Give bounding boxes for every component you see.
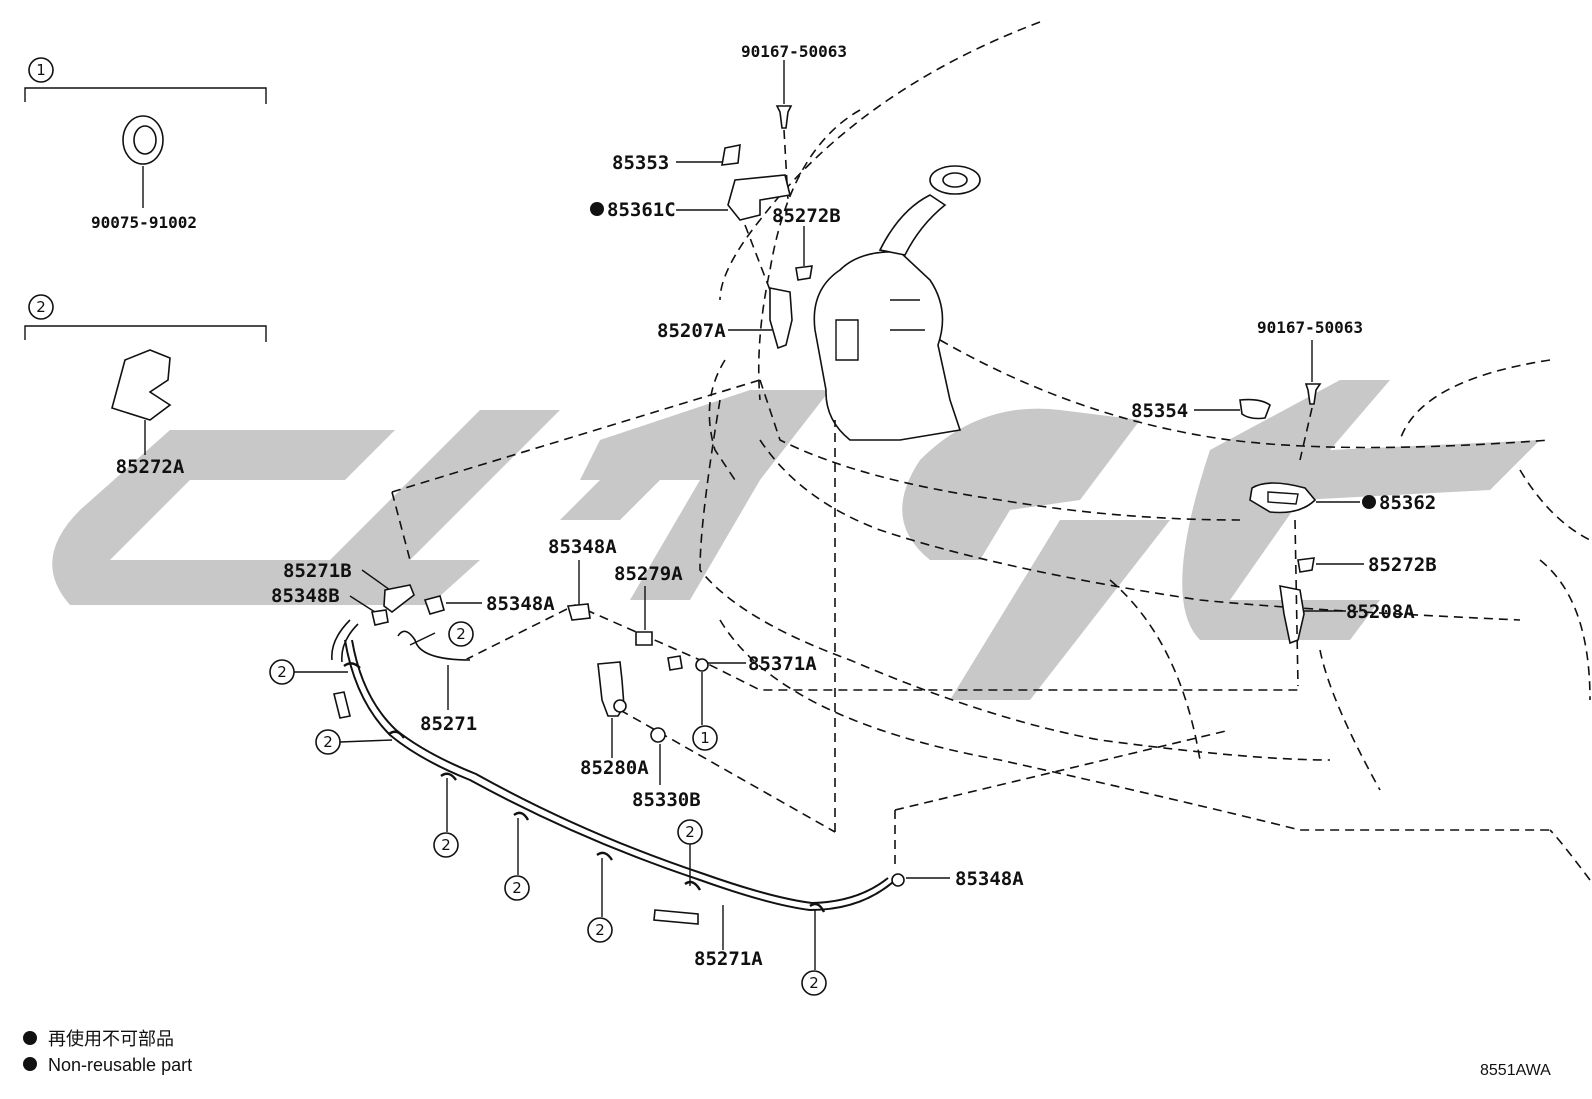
nozzle-85208a (1279, 584, 1305, 645)
svg-text:2: 2 (809, 974, 819, 992)
part-label-85354: 85354 (1131, 400, 1188, 422)
callout-2-f (587, 917, 613, 943)
part-label-85208a: 85208A (1346, 601, 1415, 623)
screw-icon (775, 105, 793, 129)
legend-dot-en (23, 1057, 37, 1071)
svg-text:2: 2 (685, 823, 695, 841)
part-label-90167-50063-top: 90167-50063 (741, 42, 847, 61)
washer-tank (813, 165, 981, 441)
grommet-85371a-b (695, 658, 709, 672)
callout-2-g (677, 819, 703, 845)
callout-2-a (448, 621, 474, 647)
callout-2-e (504, 875, 530, 901)
non-reusable-dot-85361c (590, 202, 604, 216)
hose-piece (333, 691, 351, 719)
part-label-85362: 85362 (1379, 492, 1436, 514)
joint-85348a-2 (566, 603, 591, 621)
legend: 再使用不可部品 Non-reusable part (23, 1029, 192, 1075)
inset-2: 2 85272A (24, 294, 267, 478)
part-label-85271a: 85271A (694, 948, 763, 970)
cover-85354 (1239, 398, 1271, 420)
cover-85353 (721, 144, 741, 166)
svg-text:2: 2 (595, 921, 605, 939)
part-label-90167-50063-right: 90167-50063 (1257, 318, 1363, 337)
legend-text-jp: 再使用不可部品 (48, 1029, 174, 1049)
callout-2-c (315, 729, 341, 755)
nozzle-cover-85361c (727, 174, 791, 221)
grommet-85279a (635, 631, 653, 646)
pump-parts: 85279A 85371A 85280A 85330B 1 (580, 563, 817, 811)
part-label-85207a: 85207A (657, 320, 726, 342)
part-label-85348a-2: 85348A (548, 536, 617, 558)
part-label-90075-91002: 90075-91002 (91, 213, 197, 232)
hose-sleeve (653, 909, 699, 925)
part-label-85353: 85353 (612, 152, 669, 174)
callout-1-pump (692, 725, 718, 751)
part-label-85271b: 85271B (283, 560, 352, 582)
nozzle-cover-85362 (1249, 482, 1317, 514)
top-parts: 90167-50063 85353 85361C 85272B 85207A (590, 42, 847, 350)
callout-2-b (269, 659, 295, 685)
joint-85348b (371, 609, 389, 626)
inset-1-number: 1 (36, 61, 46, 79)
part-label-85271: 85271 (420, 713, 477, 735)
hose-85271 (397, 630, 471, 661)
screw-icon-right (1304, 383, 1322, 405)
inset-2-number: 2 (36, 298, 46, 316)
svg-text:2: 2 (441, 836, 451, 854)
part-label-85348a-1: 85348A (486, 593, 555, 615)
part-label-85361c: 85361C (607, 199, 676, 221)
inset-1-number-circle (28, 57, 54, 83)
clip-85272b-right (1297, 557, 1315, 573)
joint-85348a-1 (423, 595, 445, 615)
hose-routing-dashed (391, 379, 1300, 865)
holder-part (111, 349, 172, 421)
part-label-85348b: 85348B (271, 585, 340, 607)
inset-2-number-circle (28, 294, 54, 320)
connector-85271b (383, 584, 415, 614)
right-parts: 90167-50063 85354 85362 85272B 85208A (1131, 318, 1437, 687)
inset-1: 1 90075-91002 (24, 57, 267, 232)
callout-2-d (433, 832, 459, 858)
watermark (52, 380, 1540, 700)
joint-85348a-3 (891, 873, 905, 887)
hose-85271a: 85271A 85348A (344, 639, 1024, 970)
callout-2-h (801, 970, 827, 996)
part-label-85272b-right: 85272B (1368, 554, 1437, 576)
grommet-85330b (650, 727, 666, 743)
svg-text:2: 2 (277, 663, 287, 681)
part-label-85280a: 85280A (580, 757, 649, 779)
figure-code: 8551AWA (1480, 1062, 1551, 1079)
legend-text-en: Non-reusable part (48, 1055, 192, 1075)
grommet-85371a-a (667, 655, 683, 671)
part-label-85330b: 85330B (632, 789, 701, 811)
svg-text:2: 2 (456, 625, 466, 643)
part-label-85348a-3: 85348A (955, 868, 1024, 890)
part-label-85371a: 85371A (748, 653, 817, 675)
svg-text:2: 2 (323, 733, 333, 751)
part-label-85272a: 85272A (116, 456, 185, 478)
part-label-85279a: 85279A (614, 563, 683, 585)
non-reusable-dot-85362 (1362, 495, 1376, 509)
clip-85272b-top (795, 265, 813, 281)
nozzle-85207a (769, 287, 793, 350)
legend-dot-jp (23, 1031, 37, 1045)
callout-1-text: 1 (700, 729, 710, 747)
svg-text:2: 2 (512, 879, 522, 897)
part-label-85272b-top: 85272B (772, 205, 841, 227)
left-hose-parts: 85271B 85348B 85348A 85348A 85271 (271, 536, 617, 735)
callouts-2: 2 2 2 2 2 2 2 2 (269, 621, 827, 996)
